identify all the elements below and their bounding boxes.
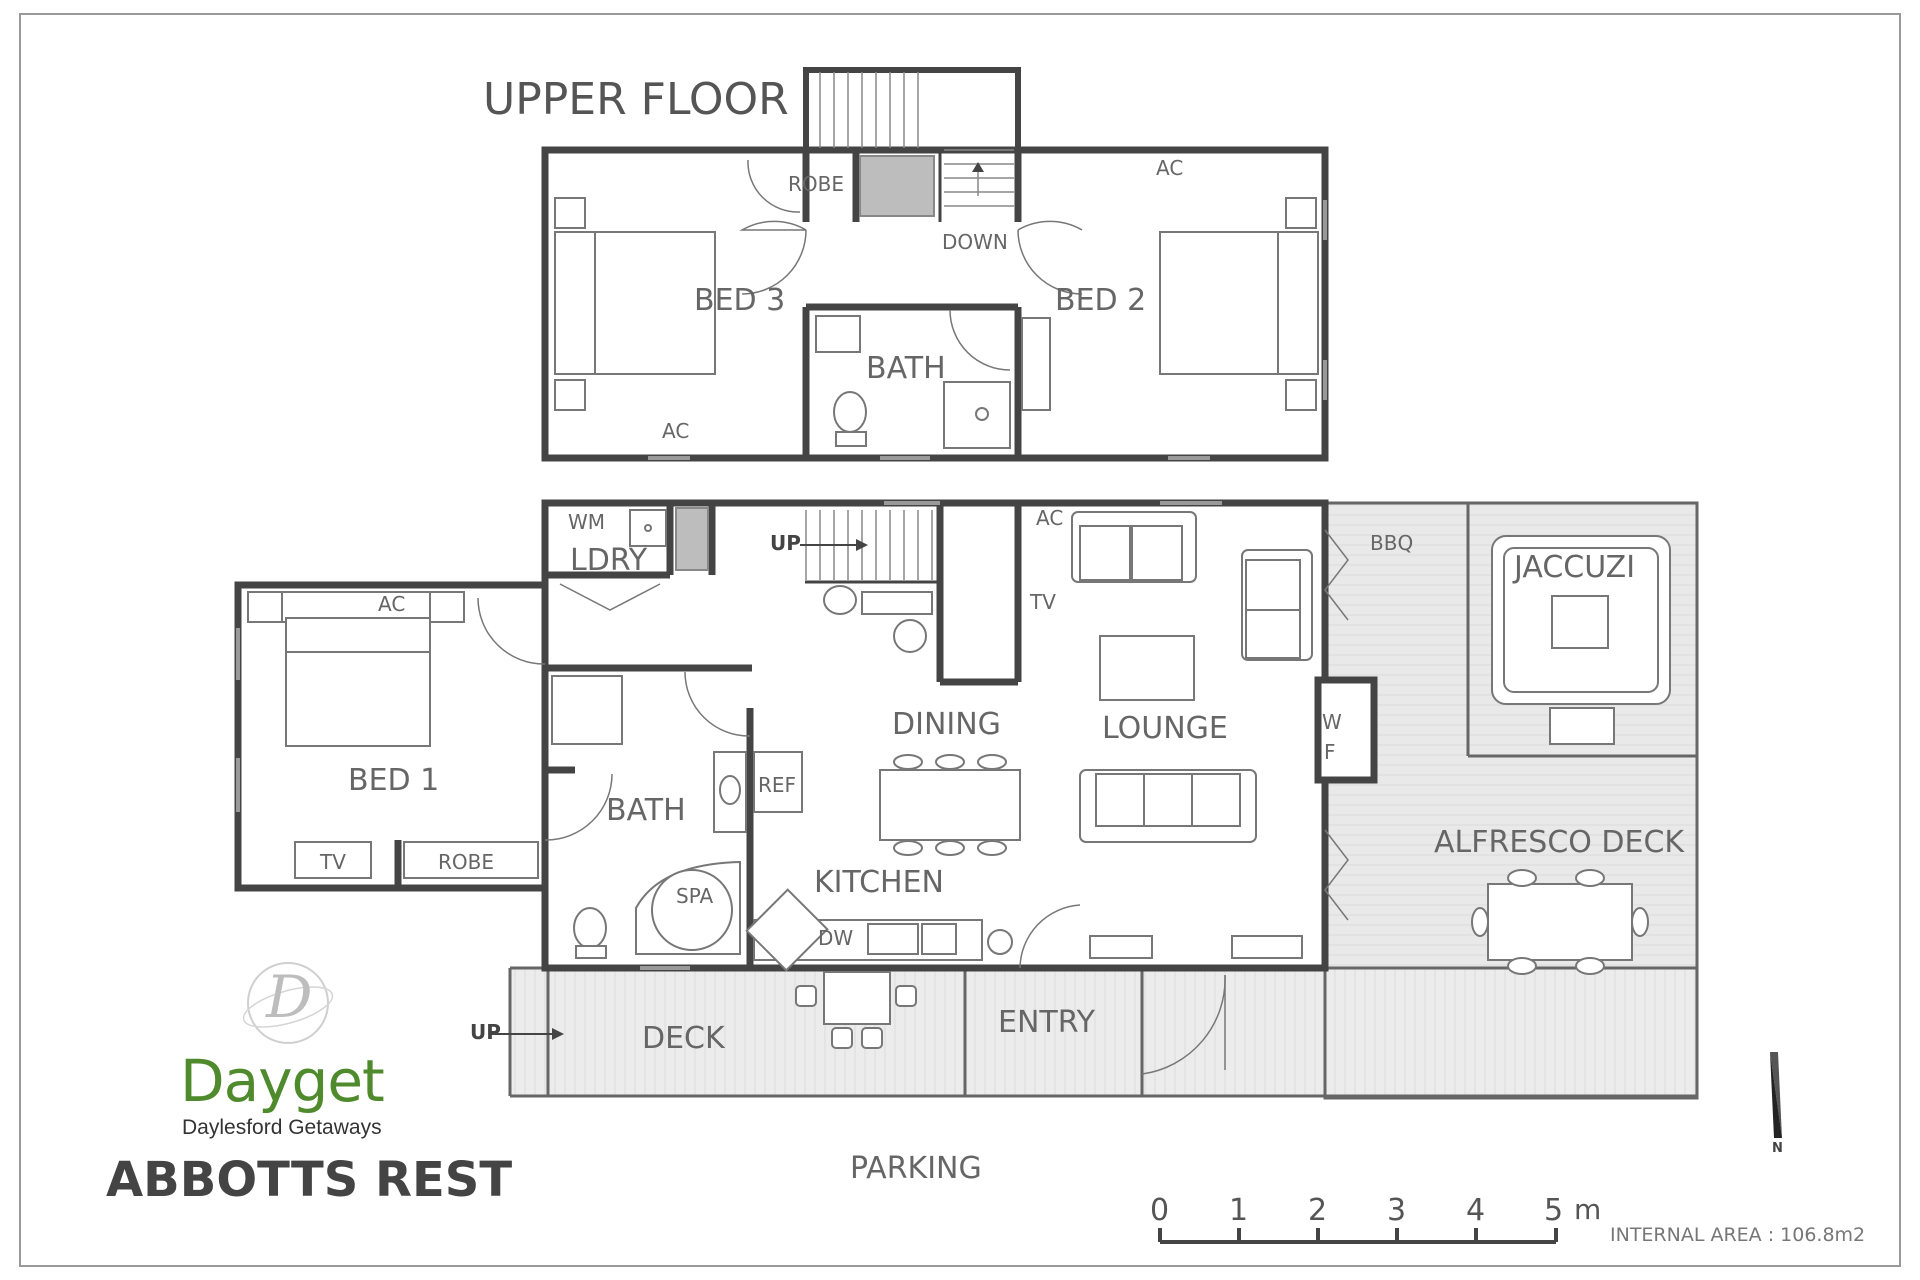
scale-bar <box>1158 1228 1558 1244</box>
scale-tick-2: 2 <box>1308 1193 1328 1228</box>
upper-doors <box>739 159 1083 371</box>
label-up-deck: UP <box>470 1020 501 1044</box>
upper-windows <box>648 200 1327 460</box>
logo-monogram: D <box>266 963 313 1031</box>
label-ac-bed1: AC <box>378 592 406 616</box>
ground-bath-fixtures <box>551 675 747 959</box>
label-spa: SPA <box>676 884 714 908</box>
upper-floor-title: UPPER FLOOR <box>483 74 789 125</box>
logo-swoosh <box>242 986 334 1028</box>
scale-tick-3: 3 <box>1387 1193 1407 1228</box>
kitchen-fixtures <box>745 751 1013 972</box>
label-robe-bed1: ROBE <box>438 850 494 874</box>
logo-name: Dayget <box>180 1047 385 1115</box>
label-up-stairs: UP <box>770 531 801 555</box>
scale-tick-1: 1 <box>1229 1193 1249 1228</box>
scale-tick-5: 5 <box>1544 1193 1564 1228</box>
label-bed2: BED 2 <box>1055 283 1147 318</box>
upper-stairs <box>819 72 1014 207</box>
label-dw: DW <box>818 926 854 950</box>
label-bed3: BED 3 <box>694 283 786 318</box>
north-label: N <box>1772 1141 1783 1156</box>
label-kitchen: KITCHEN <box>814 865 944 900</box>
page-frame <box>19 13 1901 1267</box>
logo-tagline: Daylesford Getaways <box>182 1116 382 1139</box>
laundry-fixtures <box>629 509 667 547</box>
label-upper-robe: ROBE <box>788 172 844 196</box>
bed1-furniture <box>247 591 539 879</box>
linen-cupboard <box>859 155 935 217</box>
label-ground-bath: BATH <box>606 793 686 828</box>
scale-tick-4: 4 <box>1466 1193 1486 1228</box>
scale-unit: m <box>1574 1193 1602 1226</box>
lounge-furniture <box>1071 511 1313 959</box>
label-wm: WM <box>568 510 606 534</box>
label-ref: REF <box>758 773 797 797</box>
label-entry: ENTRY <box>998 1005 1095 1040</box>
jacuzzi <box>1491 535 1671 745</box>
scale-tick-0: 0 <box>1150 1193 1170 1228</box>
logo-ring <box>247 962 329 1044</box>
label-down: DOWN <box>942 230 1008 254</box>
label-bbq: BBQ <box>1370 531 1414 555</box>
up-arrow-ground <box>856 539 868 551</box>
label-upper-bath: BATH <box>866 351 946 386</box>
label-tv-bed1: TV <box>320 850 346 874</box>
label-ac-lounge: AC <box>1036 506 1064 530</box>
ground-doors <box>477 529 1349 1075</box>
alfresco-table <box>1471 869 1649 975</box>
stair-arrow <box>972 162 984 172</box>
ground-windows <box>236 501 1222 970</box>
front-deck-table <box>795 971 917 1049</box>
front-deck-surface <box>510 968 1697 1096</box>
dining-table <box>823 585 1021 856</box>
label-upper-ac-top: AC <box>1156 156 1184 180</box>
fireplace <box>1314 676 1378 784</box>
label-dining: DINING <box>892 707 1001 742</box>
internal-area: INTERNAL AREA : 106.8m2 <box>1610 1224 1866 1246</box>
label-wf-f: F <box>1324 740 1336 764</box>
label-upper-ac-bottom: AC <box>662 419 690 443</box>
label-wf-w: W <box>1322 710 1342 734</box>
label-tv-lounge: TV <box>1030 590 1056 614</box>
label-parking: PARKING <box>850 1151 982 1186</box>
label-jaccuzi: JACCUZI <box>1514 550 1636 585</box>
pantry-block <box>675 507 709 571</box>
label-ldry: LDRY <box>570 543 648 578</box>
property-name: ABBOTTS REST <box>106 1152 513 1208</box>
upper-beds <box>554 197 1319 411</box>
label-bed1: BED 1 <box>348 763 440 798</box>
label-lounge: LOUNGE <box>1102 711 1228 746</box>
label-alfresco-deck: ALFRESCO DECK <box>1434 825 1685 860</box>
label-deck: DECK <box>642 1021 725 1056</box>
upper-bath-fixtures <box>815 315 1011 449</box>
